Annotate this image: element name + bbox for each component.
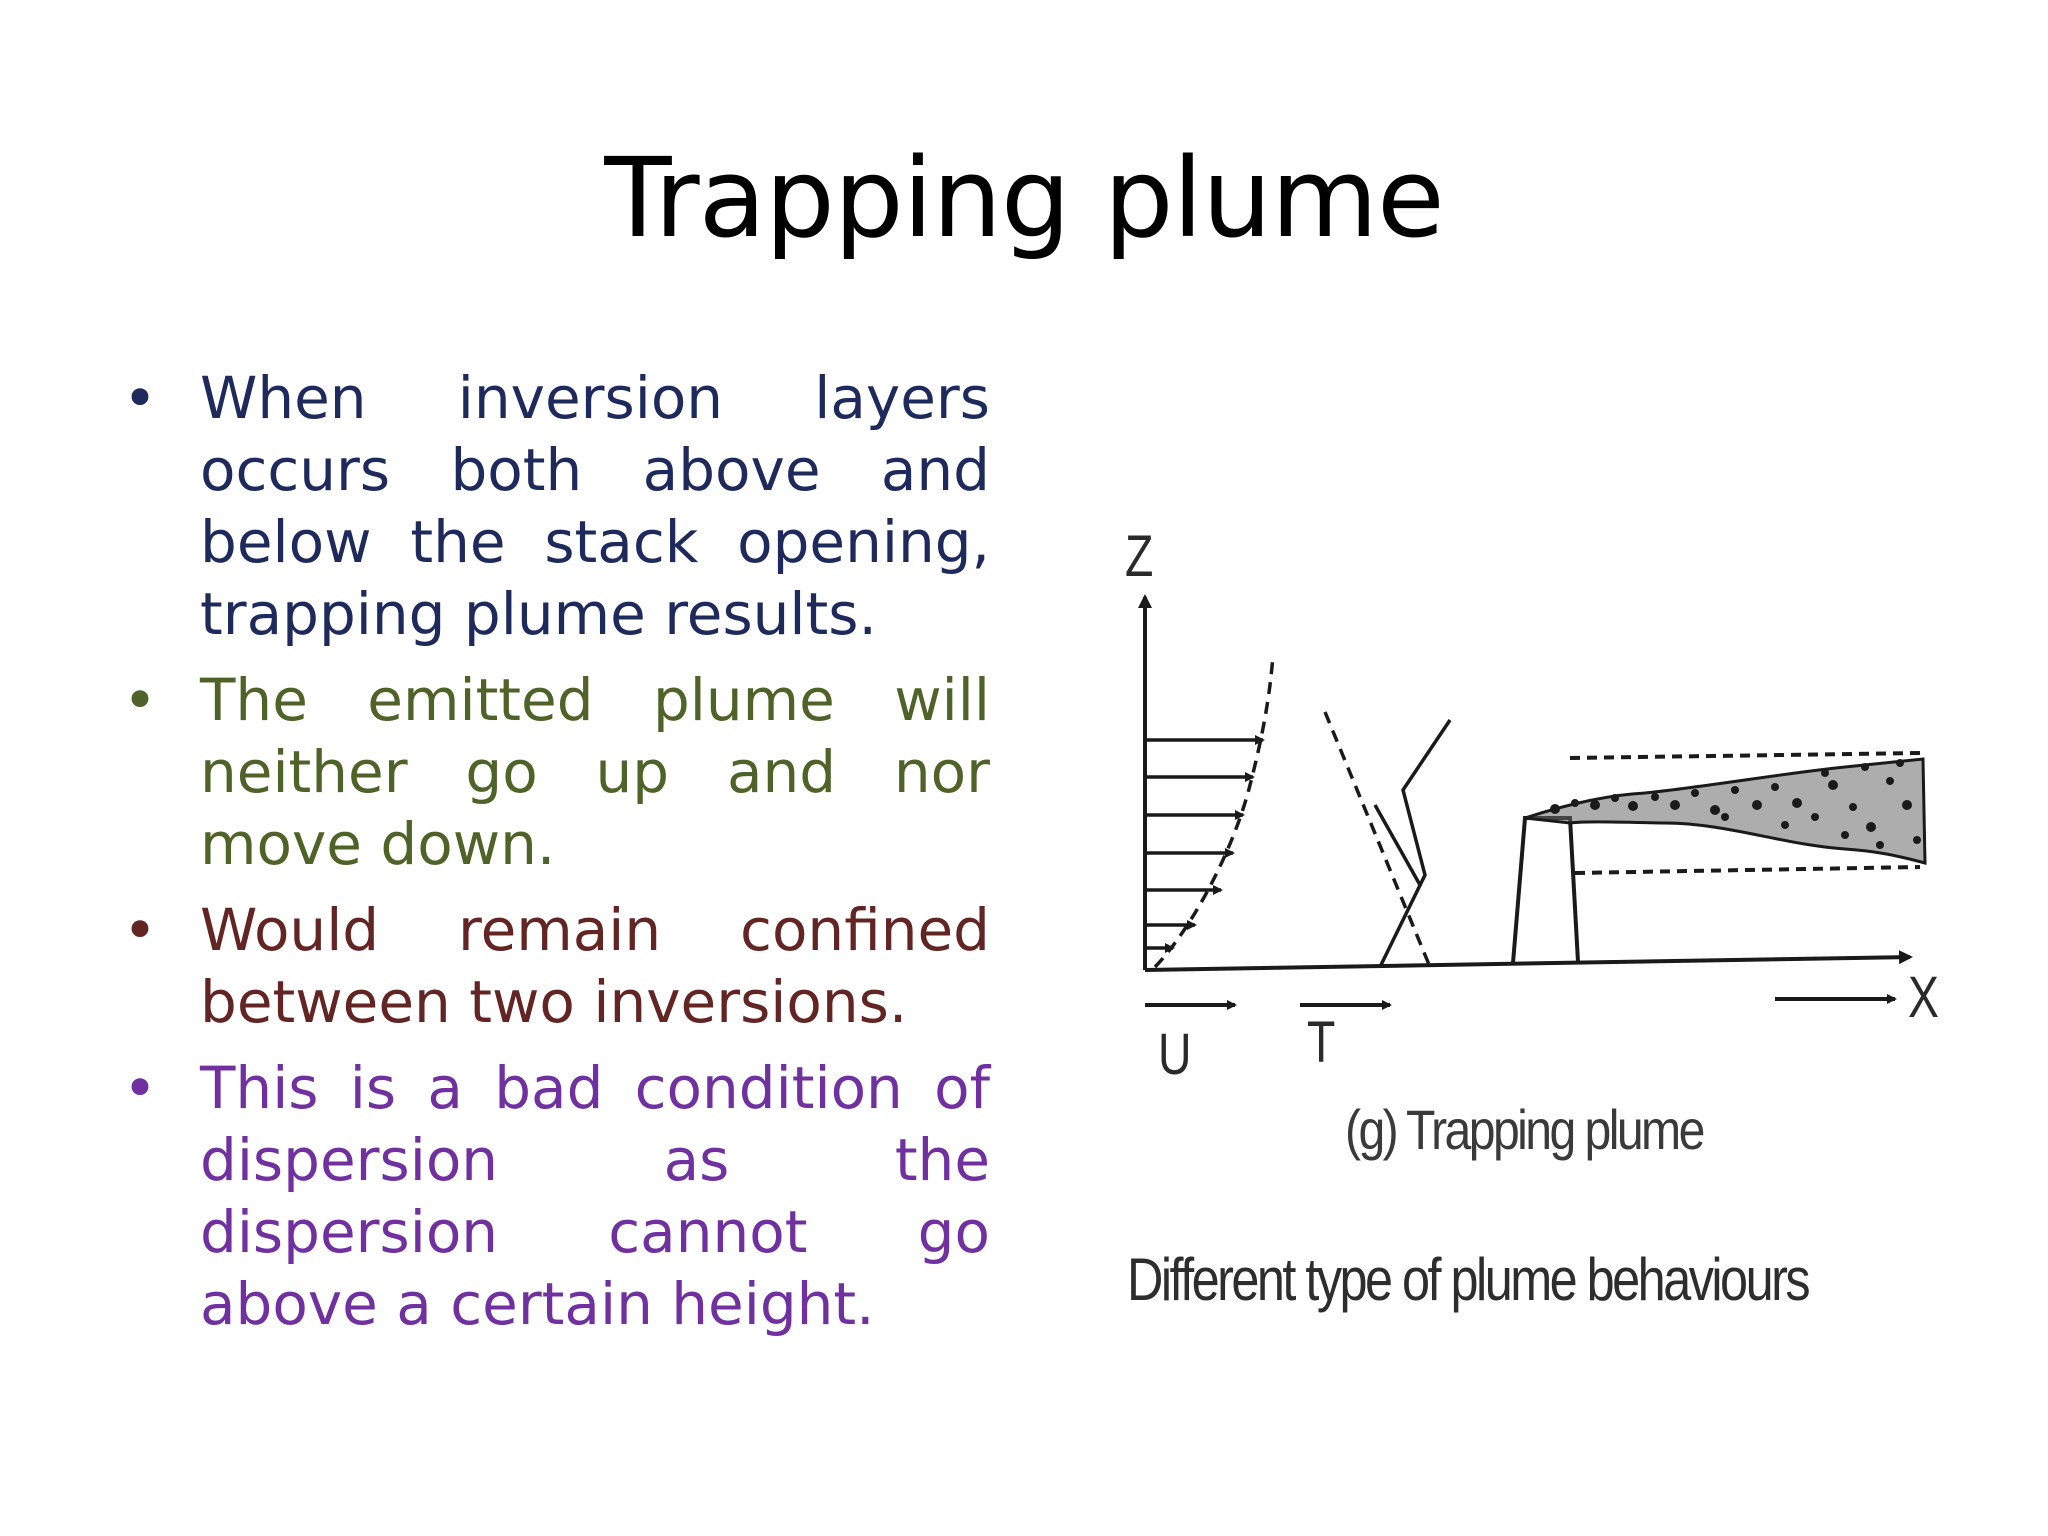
plume-diagram: Z X U T (g) Trapping plume Different typ…	[1085, 505, 1965, 1345]
bullet-list: • When inversion layers occurs both abov…	[120, 362, 990, 1354]
t-label: T	[1307, 1010, 1336, 1075]
bullet-item-3: • Would remain confined between two inve…	[120, 894, 990, 1038]
bullet-dot-icon: •	[122, 364, 158, 432]
slide-title: Trapping plume	[604, 134, 1444, 262]
bullet-dot-icon: •	[122, 896, 158, 964]
x-axis-label: X	[1908, 965, 1939, 1030]
bullet-text-3: Would remain confined between two invers…	[200, 896, 990, 1036]
temperature-profile	[1378, 719, 1452, 968]
stack	[1511, 816, 1580, 964]
wind-velocity-arrows	[1145, 735, 1265, 953]
bullet-dot-icon: •	[122, 1054, 158, 1122]
bullet-text-1: When inversion layers occurs both above …	[200, 364, 990, 648]
bullet-text-2: The emitted plume will neither go up and…	[200, 666, 990, 878]
bullet-dot-icon: •	[122, 666, 158, 734]
lower-inversion-line	[1574, 865, 1921, 875]
bullet-item-2: • The emitted plume will neither go up a…	[120, 664, 990, 880]
upper-inversion-line	[1569, 751, 1924, 760]
wind-profile-curve	[1153, 654, 1275, 969]
plume-texture	[1550, 759, 1921, 849]
u-label: U	[1158, 1022, 1192, 1087]
bullet-item-1: • When inversion layers occurs both abov…	[120, 362, 990, 650]
ground-line	[1144, 950, 1913, 972]
adiabatic-lapse-line	[1323, 711, 1432, 968]
bullet-item-4: • This is a bad condition of dispersion …	[120, 1052, 990, 1340]
trapped-plume	[1524, 757, 1927, 865]
bullet-text-4: This is a bad condition of dispersion as…	[200, 1054, 990, 1338]
plume-diagram-drawing	[1138, 594, 1927, 1010]
z-axis-label: Z	[1125, 524, 1154, 589]
figure-subcaption: Different type of plume behaviours	[1127, 1246, 1811, 1313]
figure-caption: (g) Trapping plume	[1345, 1098, 1705, 1161]
